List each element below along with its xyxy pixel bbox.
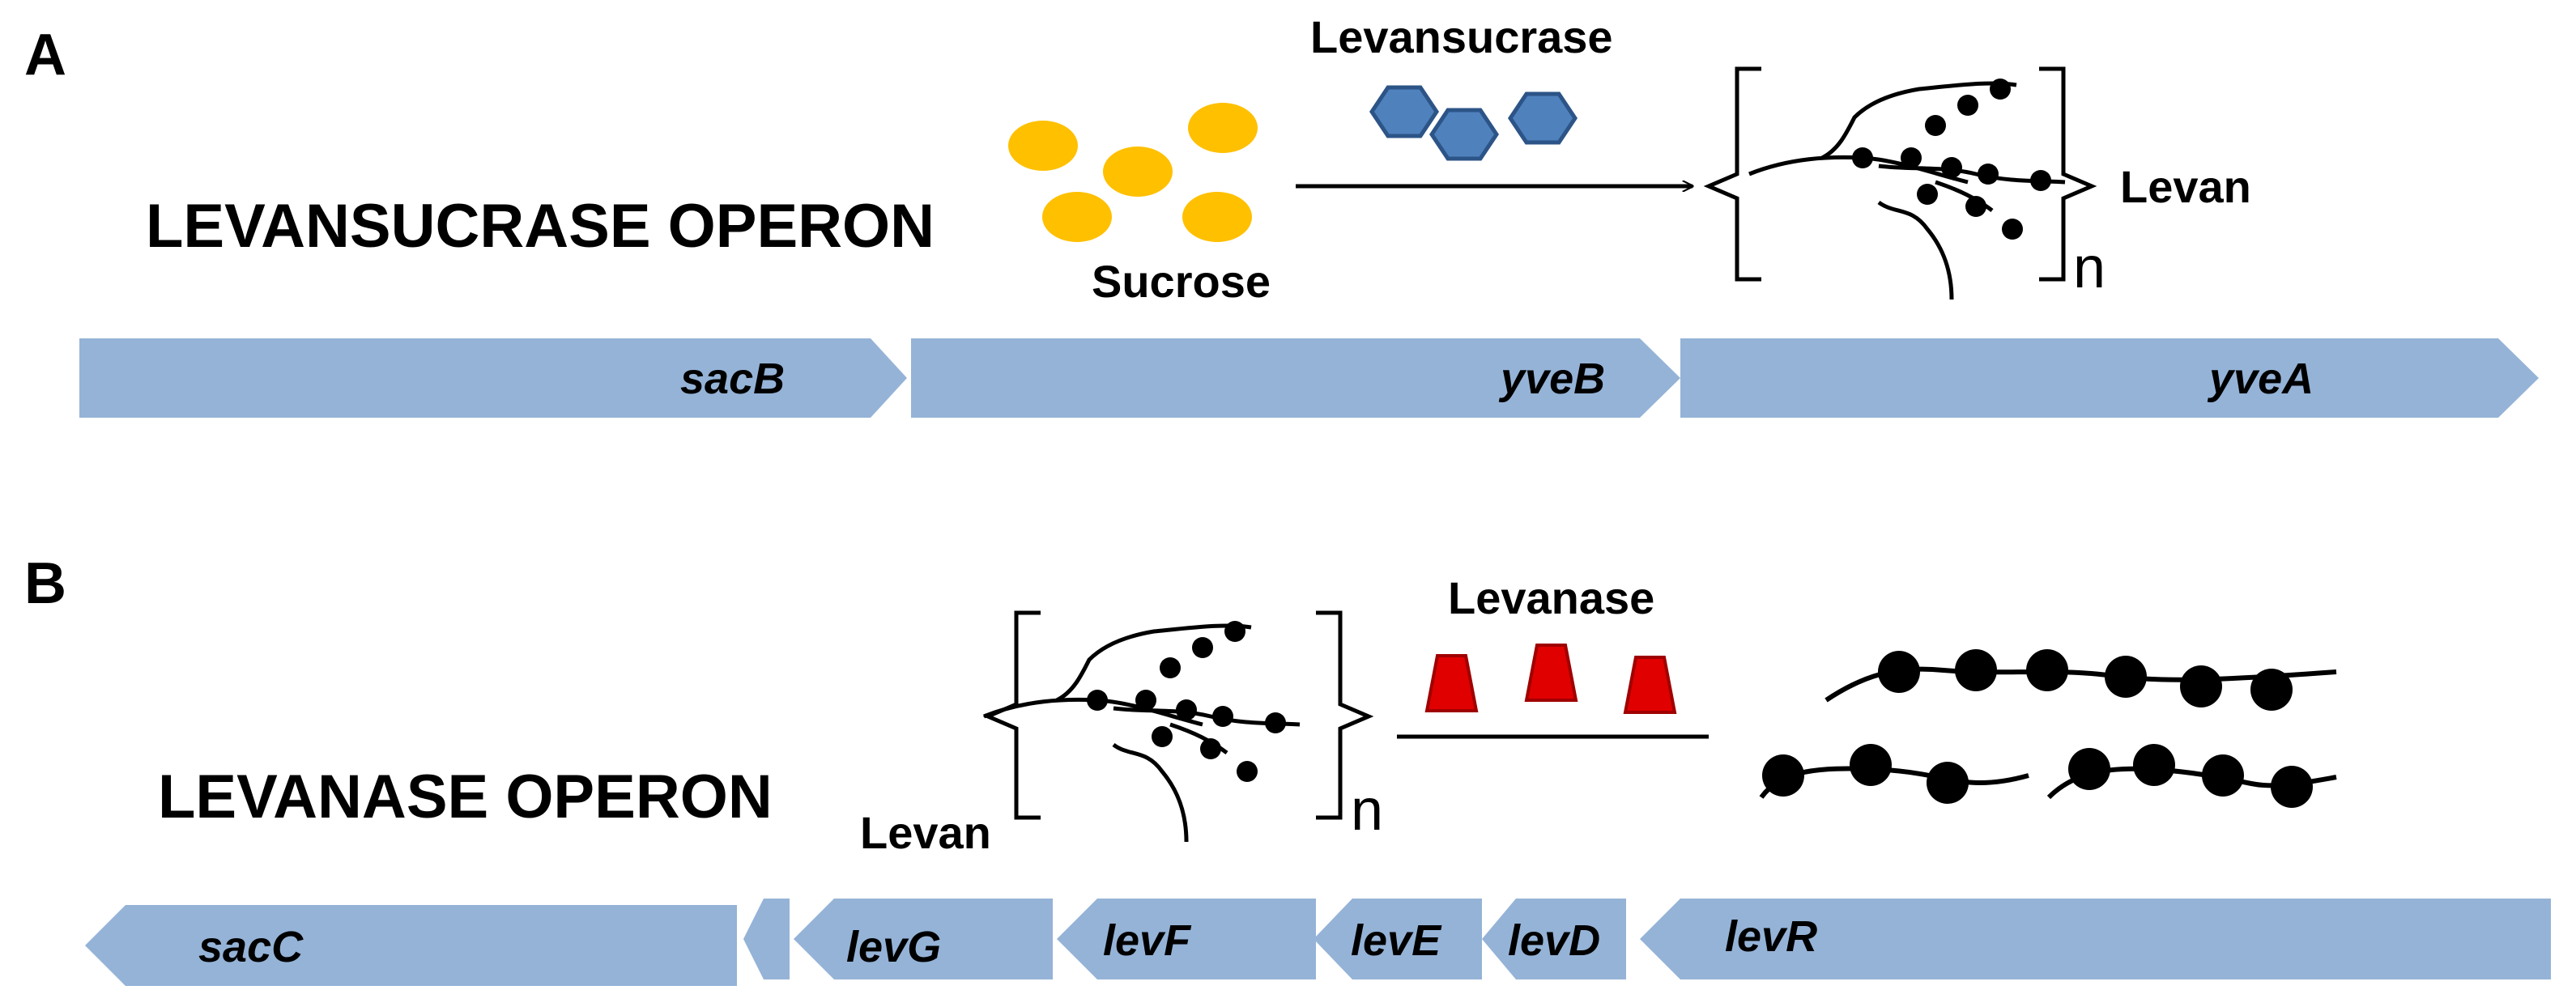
gene-levg: levG: [794, 899, 1053, 979]
gene-levd: levD: [1482, 899, 1626, 979]
panel-a: A LEVANSUCRASE OPERON Sucrose Levansucra…: [24, 11, 2539, 418]
panel-b-letter: B: [24, 551, 66, 616]
gene-label-yvea: yveA: [2207, 355, 2314, 403]
gene-leve: levE: [1314, 899, 1482, 979]
sucrose-icon: [1008, 103, 1258, 242]
levanase-gene-track: sacC levG levF levE levD: [85, 899, 2551, 986]
levansucrase-label: Levansucrase: [1310, 11, 1613, 62]
gene-label-sacb: sacB: [680, 355, 785, 403]
levansucrase-gene-track: sacB yveB yveA: [79, 338, 2539, 418]
levanase-operon-title: LEVANASE OPERON: [158, 763, 773, 831]
gene-label-leve: levE: [1351, 916, 1442, 965]
sucrose-label: Sucrose: [1092, 256, 1271, 307]
levan-product-icon: [1703, 66, 2097, 300]
gene-yvea: yveA: [1680, 338, 2539, 418]
gene-label-sacc: sacC: [198, 923, 304, 971]
gene-sacc: sacC: [85, 905, 737, 986]
gene-label-levg: levG: [846, 923, 941, 971]
panel-b: B LEVANASE OPERON n Levan Levanase: [24, 551, 2551, 986]
gene-levf: levF: [1057, 899, 1316, 979]
gene-label-levf: levF: [1103, 916, 1192, 965]
gene-sacb: sacB: [79, 338, 907, 418]
panel-a-letter: A: [24, 23, 66, 87]
gene-yveb: yveB: [911, 338, 1680, 418]
levanase-label: Levanase: [1448, 572, 1654, 623]
levanase-icon: [1424, 644, 1677, 714]
levansucrase-operon-title: LEVANSUCRASE OPERON: [146, 192, 935, 261]
gene-label-yveb: yveB: [1498, 355, 1605, 403]
levan-substrate-icon: [984, 610, 1374, 842]
gene-label-levd: levD: [1508, 916, 1600, 965]
gene-label-levr: levR: [1725, 912, 1817, 961]
levan-product-label: Levan: [2120, 161, 2251, 212]
levan-substrate-label: Levan: [860, 807, 991, 858]
levan-repeat-n: n: [2073, 236, 2106, 300]
gene-levr: levR: [1640, 899, 2551, 979]
levansucrase-icon: [1369, 85, 1578, 161]
gene-unnamed-small: [743, 899, 790, 979]
levan-substrate-repeat-n: n: [1351, 778, 1383, 843]
fructose-fragments-icon: [1759, 649, 2337, 808]
